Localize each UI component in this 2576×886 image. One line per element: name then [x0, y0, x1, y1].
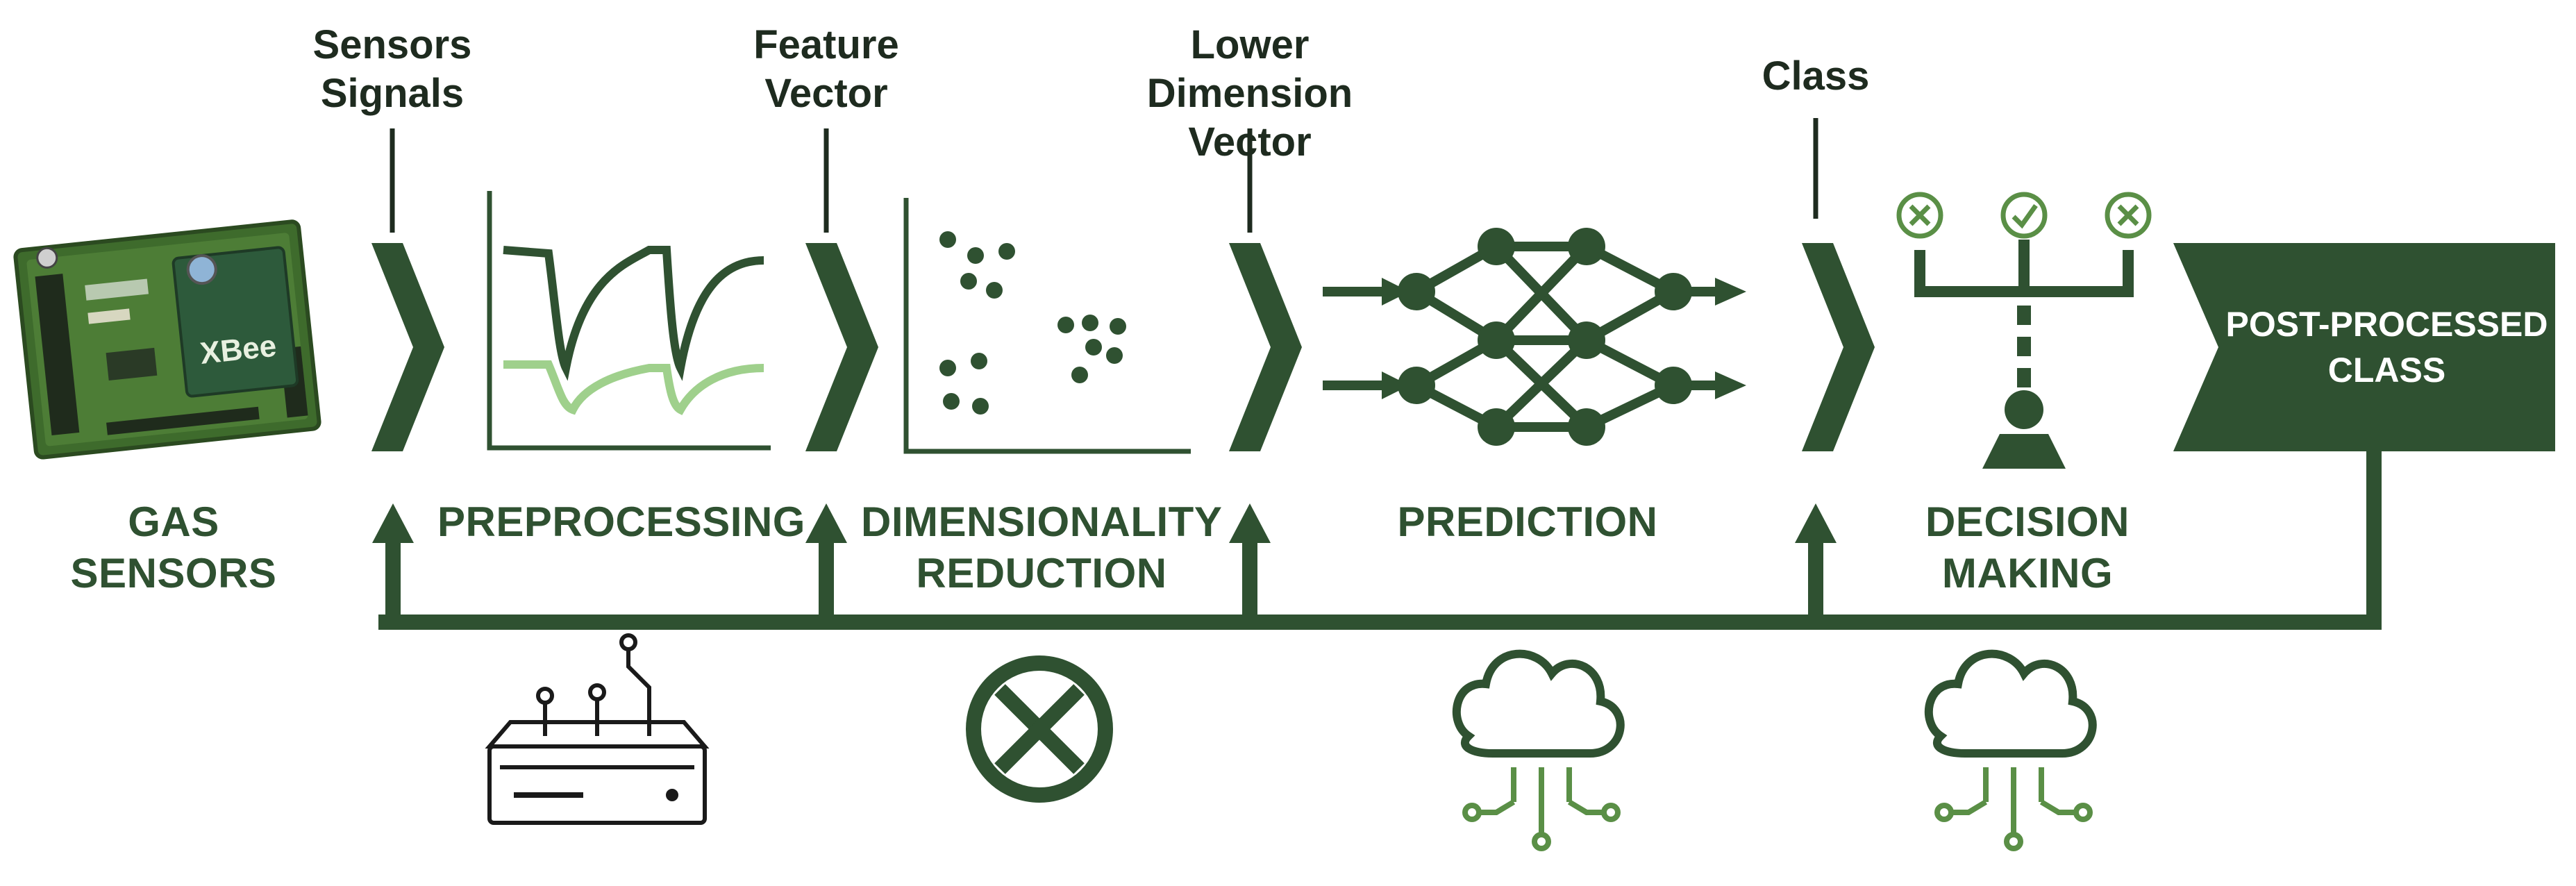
stage-label-dimensionality-reduction: DIMENSIONALITY REDUCTION: [861, 496, 1222, 599]
top-label-feature-vector: Feature Vector: [722, 21, 930, 118]
top-label-lower-dimension-vector: Lower Dimension Vector: [1083, 21, 1416, 167]
stage-label-line: GAS SENSORS: [70, 499, 277, 596]
accept-icon: [2000, 192, 2048, 239]
output-label-line: POST-PROCESSED: [2225, 305, 2548, 344]
top-label-line: Vector: [1188, 119, 1312, 165]
output-label-line: CLASS: [2327, 351, 2446, 390]
stage-label-prediction: PREDICTION: [1382, 496, 1673, 548]
cross-circle-icon: [966, 655, 1113, 803]
chevrons: [371, 243, 1875, 451]
stage-label-line: PREPROCESSING: [437, 499, 805, 545]
stage-label-line: PREDICTION: [1397, 499, 1658, 545]
top-label-line: Class: [1762, 53, 1870, 99]
top-label-line: Signals: [320, 71, 465, 116]
top-label-line: Vector: [764, 71, 888, 116]
cloud-computing-icon: [1924, 649, 2097, 851]
label-connectors: [390, 118, 1818, 233]
stage-label-line: REDUCTION: [916, 550, 1167, 596]
xbee-label: XBee: [199, 329, 278, 371]
signal-curves-chart-icon: [487, 191, 771, 451]
feedback-bus: [372, 451, 2382, 630]
top-label-line: Lower Dimension: [1146, 22, 1353, 116]
top-label-line: Feature: [753, 22, 899, 67]
scatter-clusters-icon: [903, 198, 1191, 454]
decision-scale-icon: [1896, 192, 2152, 469]
chevron-arrow-2: [805, 243, 878, 451]
top-label-class: Class: [1746, 52, 1885, 101]
top-label-sensors-signals: Sensors Signals: [288, 21, 496, 118]
stage-label-line: MAKING: [1941, 550, 2114, 596]
cloud-computing-icon: [1452, 649, 1625, 851]
gas-sensor-board-photo: XBee: [13, 219, 321, 460]
stage-label-gas-sensors: GAS SENSORS: [28, 496, 319, 599]
reject-icon: [1896, 192, 1943, 239]
stage-label-line: DIMENSIONALITY: [861, 499, 1223, 545]
neural-network-icon: [1323, 228, 1746, 446]
chevron-arrow-4: [1802, 243, 1875, 451]
stage-label-line: DECISION: [1925, 499, 2130, 545]
post-processed-class-label: POST-PROCESSED CLASS: [2218, 301, 2555, 393]
chevron-arrow-1: [371, 243, 444, 451]
post-processed-class-box: [2173, 243, 2555, 451]
reject-icon: [2105, 192, 2152, 239]
top-label-line: Sensors: [312, 22, 472, 67]
edge-device-icon: [485, 633, 710, 825]
stage-label-preprocessing: PREPROCESSING: [437, 496, 805, 548]
chevron-arrow-3: [1229, 243, 1302, 451]
stage-label-decision-making: DECISION MAKING: [1896, 496, 2159, 599]
